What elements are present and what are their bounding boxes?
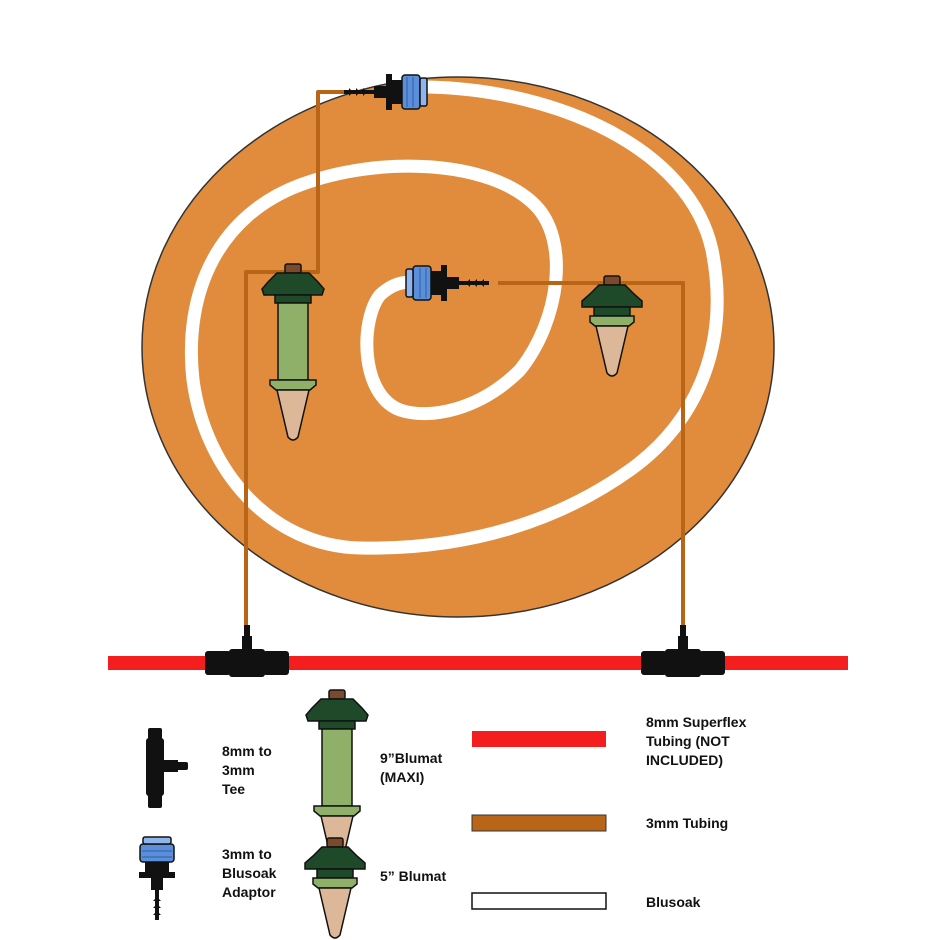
3mm-tubing-run-small [498, 281, 685, 642]
tee-fitting-right [641, 625, 725, 677]
small-blumat-label: 5” Blumat [380, 868, 447, 884]
superflex-swatch [472, 731, 606, 747]
blusoak-swatch [471, 892, 607, 910]
3mm-tubing-label: 3mm Tubing [646, 815, 729, 831]
maxi-blumat-label: 9”Blumat (MAXI) [380, 750, 443, 785]
adaptor-label: 3mm to Blusoak Adaptor [222, 846, 277, 900]
3mm-tubing-run-maxi [244, 90, 346, 642]
blusoak-tubing [184, 80, 724, 555]
tee-fitting-left [205, 625, 289, 677]
3mm-tubing-swatch [471, 814, 607, 832]
small-blumat-icon [304, 837, 366, 939]
blusoak-label: Blusoak [646, 894, 701, 910]
tee-fitting-icon [146, 728, 188, 808]
blusoak-adaptor-icon [138, 836, 176, 921]
tee-label: 8mm to 3mm Tee [222, 743, 272, 797]
superflex-label: 8mm Superflex Tubing (NOT INCLUDED) [646, 714, 747, 768]
